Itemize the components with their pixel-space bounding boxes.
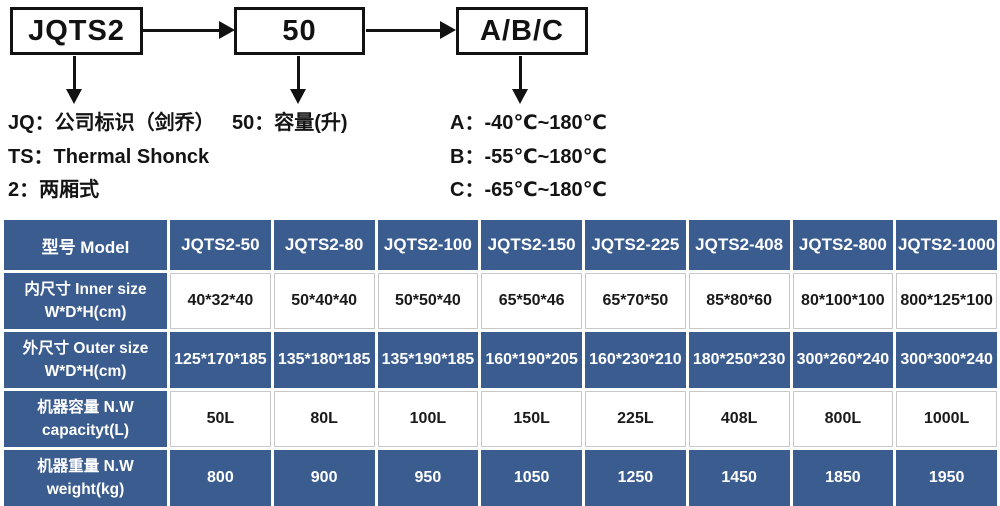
table-cell: 80L — [273, 391, 375, 447]
arrow-down-line — [519, 56, 522, 91]
arrow-down-icon — [66, 89, 82, 104]
table-header-cell: JQTS2-225 — [585, 220, 686, 270]
table-cell: 800L — [792, 391, 894, 447]
arrow-right-line — [366, 29, 441, 32]
table-header-cell: JQTS2-1000 — [896, 220, 997, 270]
arrow-right-icon — [440, 21, 456, 39]
table-cell: 135*180*185 — [273, 332, 375, 388]
table-cell: 180*250*230 — [688, 332, 790, 388]
note-thermal-shock: TS：Thermal Shonck — [8, 146, 210, 168]
table-cell: 300*300*240 — [896, 332, 997, 388]
table-cell: 135*190*185 — [377, 332, 479, 388]
table-cell: 150L — [481, 391, 582, 447]
table-cell: 1050 — [481, 450, 582, 506]
arrow-right-line — [141, 29, 220, 32]
table-cell: 50*40*40 — [273, 273, 375, 329]
diagram-box-brand: JQTS2 — [10, 7, 143, 55]
row-label-en: W*D*H(cm) — [44, 363, 127, 380]
table-cell: 125*170*185 — [170, 332, 271, 388]
table-cell: 1850 — [792, 450, 894, 506]
note-temp-a: A：-40℃~180℃ — [450, 112, 607, 134]
note-capacity: 50：容量(升) — [232, 112, 348, 134]
diagram-box-temp-grade: A/B/C — [456, 7, 588, 55]
table-cell: 160*190*205 — [481, 332, 582, 388]
note-temp-b: B：-55℃~180℃ — [450, 146, 607, 168]
table-header-model: 型号 Model — [4, 220, 167, 270]
table-cell: 50*50*40 — [377, 273, 479, 329]
table-header-cell: JQTS2-800 — [792, 220, 894, 270]
table-cell: 50L — [170, 391, 271, 447]
table-cell: 950 — [377, 450, 479, 506]
row-label-en: W*D*H(cm) — [44, 304, 127, 321]
row-label-en: capacityt(L) — [42, 422, 129, 439]
note-two-box: 2：两厢式 — [8, 179, 100, 201]
page: JQTS2 50 A/B/C JQ：公司标识（剑乔） 50：容量(升) TS：T… — [4, 7, 997, 506]
table-cell: 1000L — [896, 391, 997, 447]
table-cell: 65*70*50 — [585, 273, 686, 329]
table-cell: 80*100*100 — [792, 273, 894, 329]
arrow-down-line — [297, 56, 300, 91]
table-cell: 85*80*60 — [688, 273, 790, 329]
arrow-down-icon — [290, 89, 306, 104]
row-label-cn: 机器重量 N.W — [37, 458, 134, 475]
table-row-label: 机器重量 N.W weight(kg) — [4, 450, 167, 506]
table-cell: 100L — [377, 391, 479, 447]
table-cell: 1450 — [688, 450, 790, 506]
table-cell: 300*260*240 — [792, 332, 894, 388]
arrow-down-icon — [512, 89, 528, 104]
table-header-cell: JQTS2-100 — [377, 220, 479, 270]
table-cell: 408L — [688, 391, 790, 447]
table-cell: 1250 — [585, 450, 686, 506]
table-header-cell: JQTS2-80 — [273, 220, 375, 270]
table-header-cell: JQTS2-408 — [688, 220, 790, 270]
table-cell: 800*125*100 — [896, 273, 997, 329]
table-cell: 65*50*46 — [481, 273, 582, 329]
table-header-cell: JQTS2-150 — [481, 220, 582, 270]
table-cell: 1950 — [896, 450, 997, 506]
arrow-right-icon — [219, 21, 235, 39]
row-label-cn: 机器容量 N.W — [37, 399, 134, 416]
table-cell: 800 — [170, 450, 271, 506]
note-temp-c: C：-65℃~180℃ — [450, 179, 607, 201]
row-label-en: weight(kg) — [46, 481, 125, 498]
row-label-cn: 内尺寸 Inner size — [24, 281, 147, 298]
arrow-down-line — [73, 56, 76, 91]
table-row-label: 机器容量 N.W capacityt(L) — [4, 391, 167, 447]
table-cell: 900 — [273, 450, 375, 506]
row-label-cn: 外尺寸 Outer size — [22, 340, 149, 357]
table-header-cell: JQTS2-50 — [170, 220, 271, 270]
diagram-box-capacity: 50 — [234, 7, 365, 55]
table-cell: 160*230*210 — [585, 332, 686, 388]
note-brand: JQ：公司标识（剑乔） — [8, 112, 215, 134]
table-cell: 225L — [585, 391, 686, 447]
table-cell: 40*32*40 — [170, 273, 271, 329]
